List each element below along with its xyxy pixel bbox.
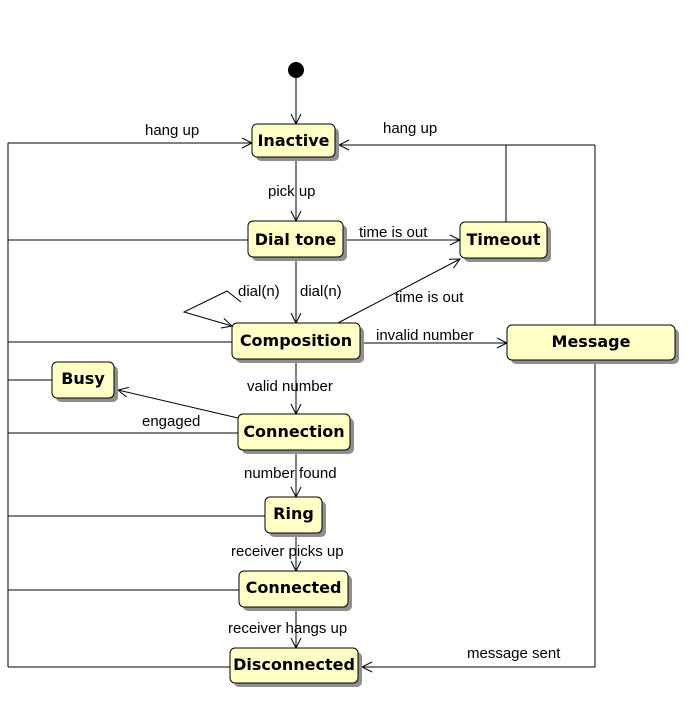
- label-dial-n-self: dial(n): [238, 283, 280, 300]
- edge-timeout-hang-up: [339, 145, 507, 222]
- label-message-sent: message sent: [467, 645, 561, 662]
- label-receiver-hangs-up: receiver hangs up: [228, 620, 347, 637]
- label-invalid-number: invalid number: [376, 327, 474, 344]
- label-dial-n-down: dial(n): [300, 283, 342, 300]
- transition-lines: [7, 78, 596, 667]
- label-receiver-picks-up: receiver picks up: [231, 543, 344, 560]
- state-composition: Composition: [231, 322, 364, 363]
- edge-engaged: [118, 390, 239, 419]
- state-label: Timeout: [467, 230, 541, 249]
- label-engaged: engaged: [142, 413, 200, 430]
- label-number-found: number found: [244, 465, 337, 482]
- label-time-is-out-1: time is out: [359, 224, 428, 241]
- state-dial-tone: Dial tone: [247, 220, 347, 261]
- label-valid-number: valid number: [247, 378, 333, 395]
- state-label: Disconnected: [233, 655, 355, 674]
- state-label: Message: [552, 332, 631, 351]
- edge-composition-to-timeout: [335, 259, 460, 325]
- state-label: Connection: [243, 422, 344, 441]
- state-busy: Busy: [51, 361, 118, 402]
- state-label: Inactive: [257, 131, 329, 150]
- state-ring: Ring: [264, 496, 326, 537]
- state-connection: Connection: [237, 413, 354, 454]
- state-timeout: Timeout: [459, 221, 551, 262]
- state-label: Ring: [273, 504, 314, 523]
- label-pick-up: pick up: [268, 183, 316, 200]
- state-inactive: Inactive: [251, 123, 339, 161]
- label-hang-up-left: hang up: [145, 122, 199, 139]
- state-message: Message: [506, 324, 679, 364]
- state-label: Dial tone: [255, 230, 337, 249]
- initial-state-dot: [288, 62, 304, 78]
- label-hang-up-right: hang up: [383, 120, 437, 137]
- edge-message-sent: [362, 360, 596, 667]
- state-label: Busy: [61, 369, 105, 388]
- state-disconnected: Disconnected: [229, 647, 362, 687]
- state-connected: Connected: [238, 570, 352, 611]
- edge-dial-n-self-loop: [182, 290, 242, 326]
- label-time-is-out-2: time is out: [395, 289, 464, 306]
- state-label: Connected: [246, 578, 342, 597]
- state-label: Composition: [240, 331, 352, 350]
